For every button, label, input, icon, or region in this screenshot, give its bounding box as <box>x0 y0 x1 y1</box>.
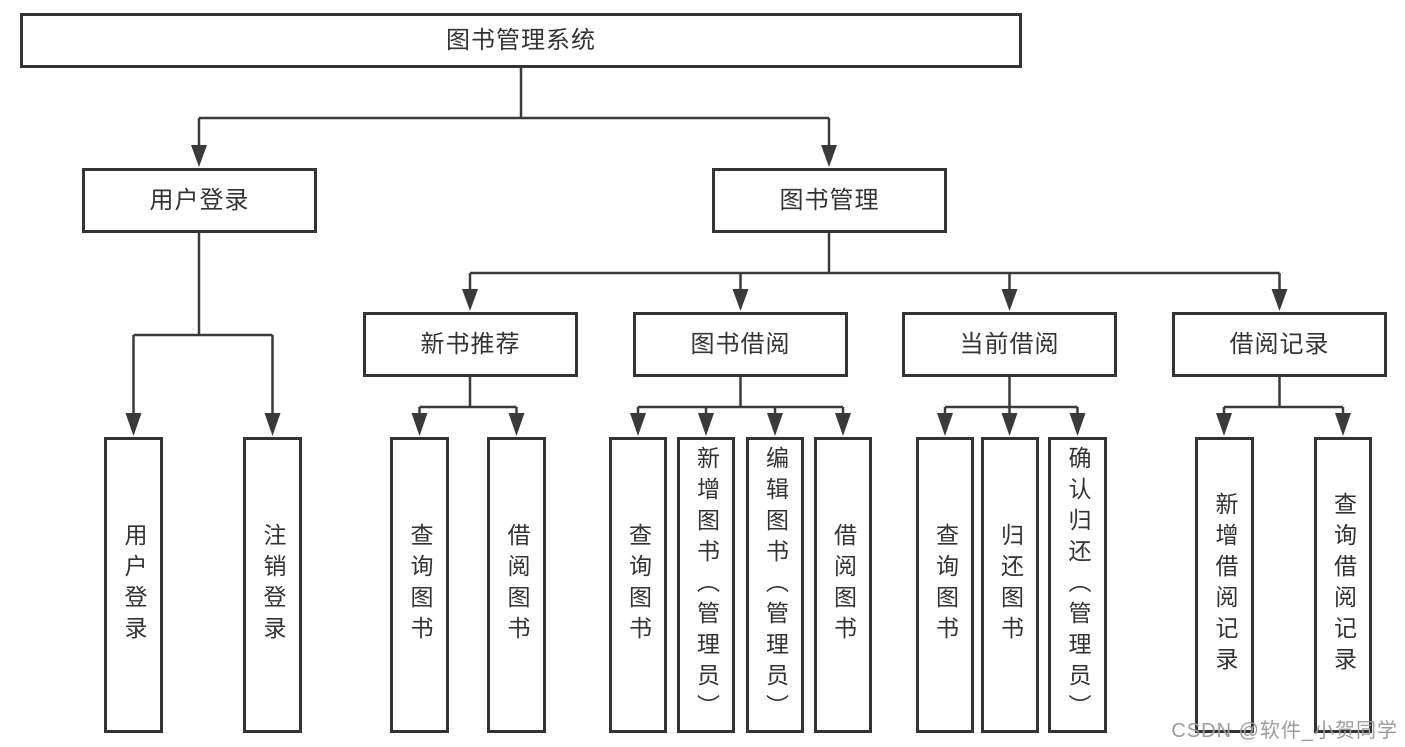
leaf-return-books: 归还图书 <box>981 437 1039 733</box>
node-user-login: 用户登录 <box>82 168 317 233</box>
leaf-logout: 注销登录 <box>243 437 302 733</box>
leaf-edit-books-admin: 编辑图书（管理员） <box>746 437 804 733</box>
leaf-label: 新增图书（管理员） <box>693 445 720 725</box>
node-borrow-records: 借阅记录 <box>1172 312 1387 377</box>
leaf-borrow-books: 借阅图书 <box>814 437 872 733</box>
leaf-label: 查询借阅记录 <box>1330 492 1357 678</box>
leaf-confirm-return-admin: 确认归还（管理员） <box>1048 437 1107 733</box>
leaf-label: 查询图书 <box>625 523 652 647</box>
leaf-label: 注销登录 <box>260 523 286 647</box>
node-book-management: 图书管理 <box>712 168 947 233</box>
leaf-query-borrow-record: 查询借阅记录 <box>1314 437 1372 733</box>
leaf-borrow-books-recommend: 借阅图书 <box>487 437 546 733</box>
leaf-label: 用户登录 <box>121 523 147 647</box>
leaf-user-login: 用户登录 <box>104 437 163 733</box>
csdn-watermark: CSDN @软件_小贺同学 <box>1171 720 1398 742</box>
leaf-label: 编辑图书（管理员） <box>762 445 789 725</box>
leaf-label: 归还图书 <box>997 523 1024 647</box>
node-root-system: 图书管理系统 <box>20 13 1022 68</box>
leaf-label: 借阅图书 <box>830 523 857 647</box>
leaf-add-books-admin: 新增图书（管理员） <box>677 437 735 733</box>
leaf-label: 确认归还（管理员） <box>1065 445 1091 725</box>
arrowheads <box>125 145 1351 436</box>
node-current-borrow: 当前借阅 <box>902 312 1117 377</box>
leaf-label: 查询图书 <box>407 523 433 647</box>
node-new-book-recommend: 新书推荐 <box>363 312 578 377</box>
leaf-add-borrow-record: 新增借阅记录 <box>1195 437 1254 733</box>
tree-edges <box>132 68 1345 420</box>
leaf-label: 借阅图书 <box>504 523 530 647</box>
leaf-query-books-current: 查询图书 <box>916 437 974 733</box>
leaf-label: 查询图书 <box>932 523 959 647</box>
leaf-query-books-borrow: 查询图书 <box>609 437 667 733</box>
leaf-query-books-recommend: 查询图书 <box>390 437 449 733</box>
leaf-label: 新增借阅记录 <box>1212 492 1238 678</box>
node-book-borrow: 图书借阅 <box>633 312 848 377</box>
